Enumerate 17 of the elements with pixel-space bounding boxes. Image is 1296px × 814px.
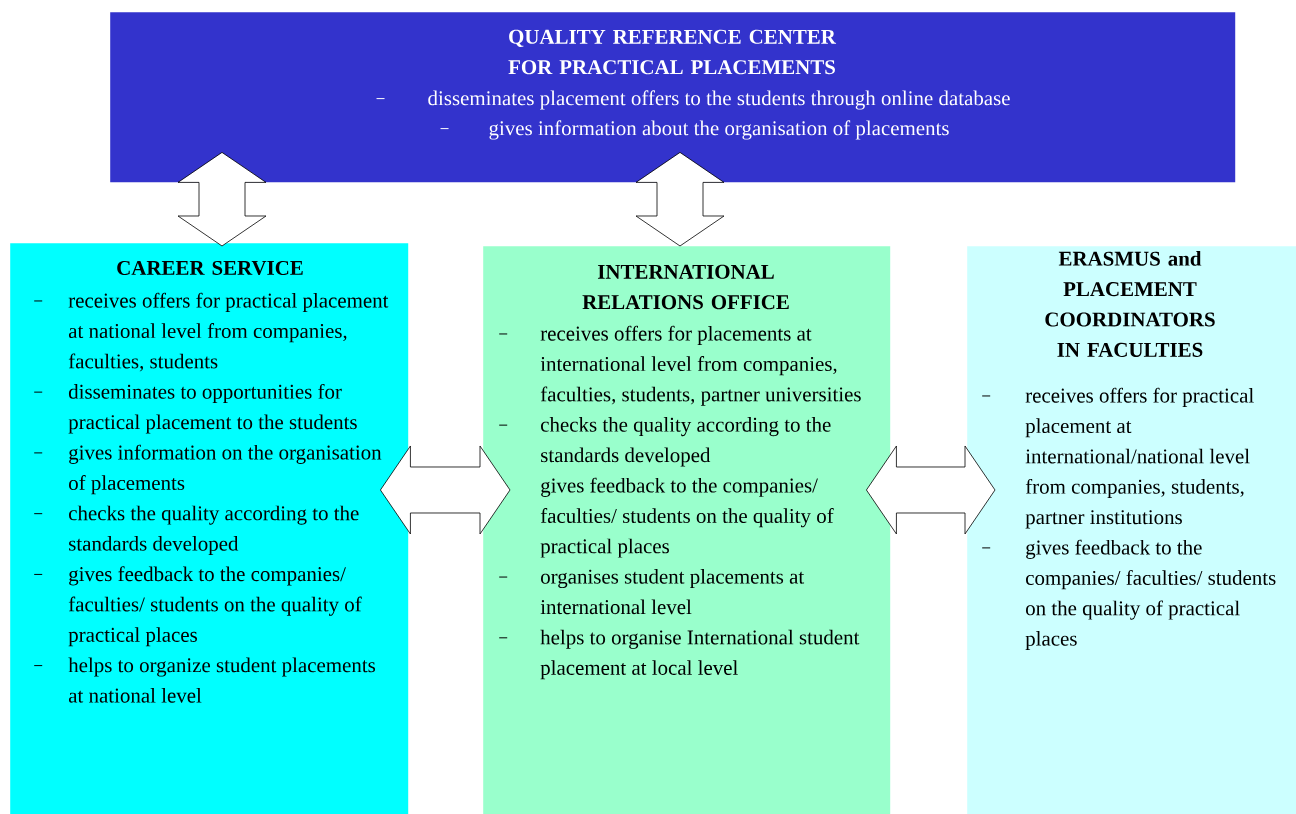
info-box [110,12,1236,183]
block-arrow [866,445,996,535]
list-item: disseminates placement offers to the students through online database [376,90,1010,110]
heading: INTERNATIONAL RELATIONS OFFICE [582,264,789,310]
block-arrow [177,152,267,247]
info-box [967,246,1296,814]
block-arrow [635,152,725,247]
info-box [10,243,409,814]
info-box [483,246,891,814]
list-item: gives information about the organisation of placements [440,120,949,140]
list-item: helps to organise International student placement at local level [498,629,860,680]
list-item: helps to organize student placements at national level [33,657,376,703]
heading: QUALITY REFERENCE CENTER FOR PRACTICAL PLACEMENTS [508,29,837,75]
block-arrow [380,445,511,535]
heading: CAREER SERVICE [117,260,303,276]
heading: ERASMUS and PLACEMENT COORDINATORS IN FACULTIES [1045,251,1215,357]
list-item: gives feedback to the companies/ faculties/ students on the quality of practical places [981,539,1276,650]
